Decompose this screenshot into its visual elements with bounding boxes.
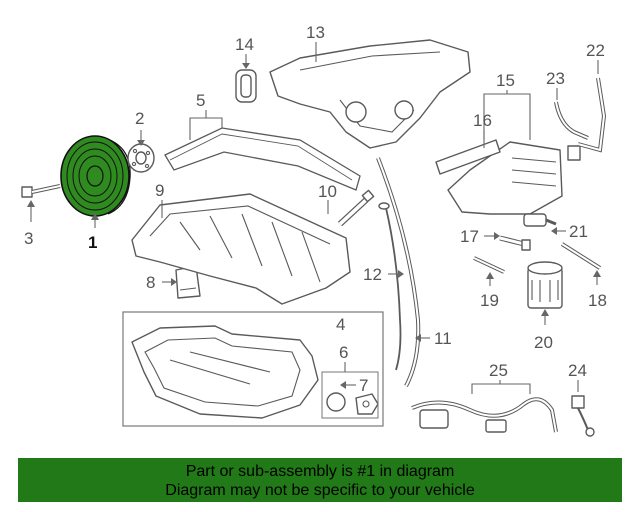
part-9-crankcase-frame[interactable] (131, 193, 351, 305)
arrow-18 (593, 270, 601, 277)
part-12-dipstick[interactable] (378, 202, 402, 371)
part-2-seal[interactable] (127, 143, 155, 173)
callout-19[interactable]: 19 (480, 291, 499, 310)
part-1-crankshaft-pulley[interactable] (60, 135, 131, 217)
parts-diagram: 1 2 3 4 5 6 7 (21, 23, 607, 437)
callout-11[interactable]: 11 (434, 329, 452, 348)
info-banner: Part or sub-assembly is #1 in diagram Di… (18, 458, 622, 502)
callout-14[interactable]: 14 (235, 35, 254, 54)
part-18-stud[interactable] (560, 242, 602, 270)
part-16-cooler-gasket[interactable] (435, 139, 501, 175)
callout-20[interactable]: 20 (534, 333, 553, 352)
arrow-7 (340, 381, 346, 389)
callout-22[interactable]: 22 (586, 41, 605, 60)
callout-9[interactable]: 9 (155, 181, 164, 200)
callout-5[interactable]: 5 (196, 91, 205, 110)
part-5-gasket[interactable] (164, 127, 361, 191)
part-15-oil-cooler[interactable] (447, 141, 581, 215)
part-13-intake-manifold[interactable] (269, 39, 471, 149)
callout-3[interactable]: 3 (24, 229, 33, 248)
part-11-dipstick-tube[interactable] (376, 157, 421, 387)
arrow-3 (27, 200, 35, 207)
part-7-drain-plug[interactable] (355, 393, 379, 415)
callout-13[interactable]: 13 (306, 23, 325, 42)
callout-8[interactable]: 8 (146, 273, 155, 292)
arrow-12 (398, 270, 404, 278)
part-14-gasket-ring[interactable] (235, 69, 257, 103)
arrow-17 (494, 232, 500, 240)
callout-12[interactable]: 12 (363, 265, 382, 284)
arrow-21 (551, 227, 557, 235)
callout-21[interactable]: 21 (569, 222, 588, 241)
part-4-oil-pan[interactable] (122, 311, 384, 427)
part-17-bolt[interactable] (499, 235, 531, 251)
arrow-20 (541, 309, 549, 316)
arrow-14 (242, 63, 250, 69)
part-3-bolt[interactable] (21, 184, 61, 198)
part-19-stud[interactable] (473, 256, 505, 274)
callout-17[interactable]: 17 (460, 227, 479, 246)
banner-line-2: Diagram may not be specific to your vehi… (165, 482, 475, 499)
banner-line-1: Part or sub-assembly is #1 in diagram (185, 463, 455, 480)
callout-18[interactable]: 18 (588, 291, 607, 310)
part-6-oring[interactable] (326, 392, 346, 412)
callout-15[interactable]: 15 (496, 71, 515, 90)
callout-24[interactable]: 24 (568, 361, 587, 380)
callout-7[interactable]: 7 (359, 376, 368, 395)
callout-16[interactable]: 16 (473, 111, 492, 130)
arrow-11 (415, 334, 421, 342)
callout-10[interactable]: 10 (318, 182, 337, 201)
callout-25[interactable]: 25 (489, 361, 508, 380)
callout-2[interactable]: 2 (135, 109, 144, 128)
callout-4[interactable]: 4 (336, 315, 345, 334)
part-22-tube[interactable] (577, 77, 607, 153)
part-21-sensor[interactable] (523, 213, 557, 227)
part-25-wiring-harness[interactable] (411, 397, 558, 433)
arrow-19 (486, 272, 494, 279)
callout-23[interactable]: 23 (546, 69, 565, 88)
part-10-sensor[interactable] (337, 189, 375, 227)
leader-25 (471, 383, 531, 394)
part-23-hose[interactable] (554, 101, 589, 140)
callout-6[interactable]: 6 (339, 343, 348, 362)
arrow-2 (137, 140, 145, 146)
arrow-1 (91, 213, 99, 220)
part-20-oil-filter[interactable] (527, 261, 563, 309)
box-6 (321, 371, 379, 419)
callout-1[interactable]: 1 (88, 233, 97, 252)
arrow-8 (171, 278, 177, 286)
part-24-sensor[interactable] (571, 395, 595, 437)
